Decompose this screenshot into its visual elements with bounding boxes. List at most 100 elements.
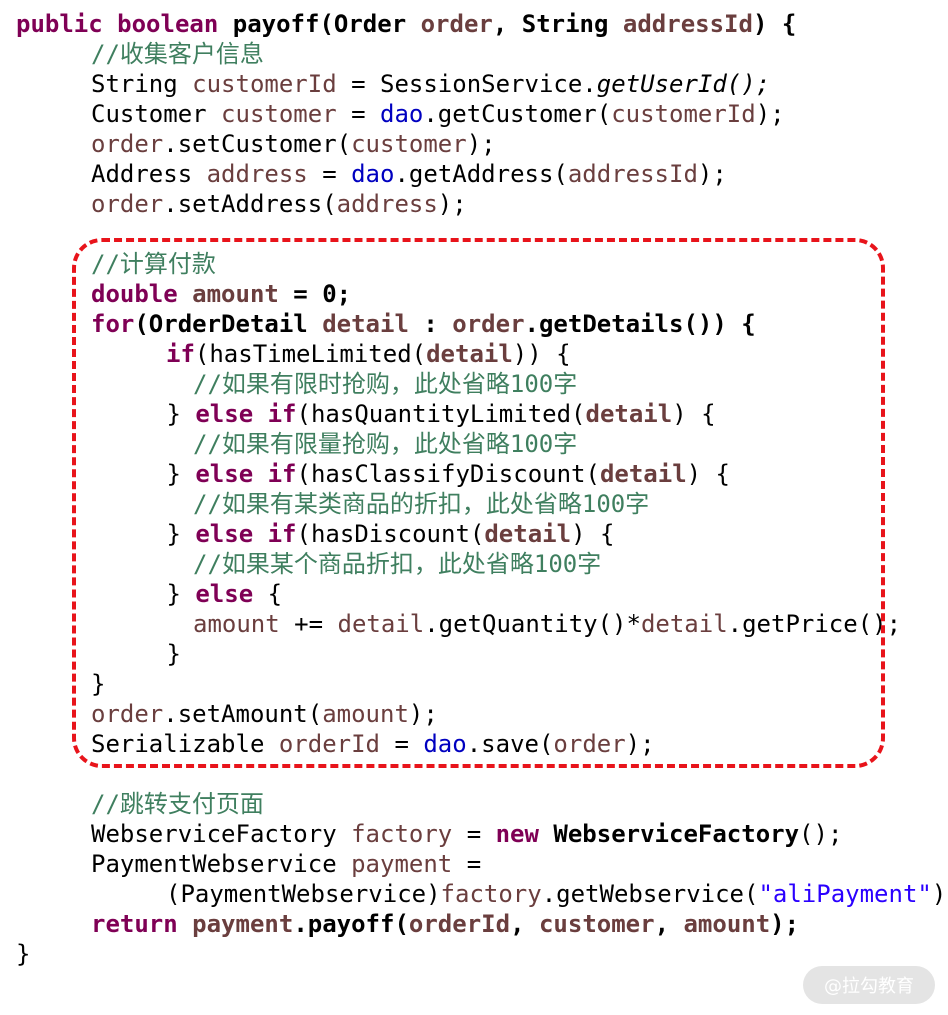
code-token: ) {: [752, 10, 797, 38]
code-token: .save(: [466, 730, 554, 758]
code-token: ) {: [686, 460, 731, 488]
code-token: //如果有某类商品的折扣，此处省略100字: [193, 490, 650, 518]
code-line: }: [152, 639, 180, 669]
code-line: } else {: [152, 579, 282, 609]
code-token: WebserviceFactory: [91, 820, 352, 848]
code-line: //如果有限量抢购，此处省略100字: [193, 429, 577, 459]
code-token: .getAddress(: [394, 160, 568, 188]
code-token: order: [553, 730, 626, 758]
code-token: = SessionService.: [336, 70, 597, 98]
code-token: else if: [195, 460, 297, 488]
code-token: +=: [279, 610, 338, 638]
code-line: order.setAddress(address);: [91, 189, 467, 219]
code-token: for: [91, 310, 135, 338]
code-token: getUserId();: [596, 70, 771, 98]
code-token: amount: [683, 910, 771, 938]
code-token: }: [152, 400, 196, 428]
watermark: @拉勾教育: [803, 966, 935, 1004]
code-token: (hasQuantityLimited(: [296, 400, 586, 428]
code-line: //如果有限时抢购，此处省略100字: [193, 369, 577, 399]
code-token: WebserviceFactory: [553, 820, 800, 848]
code-token: );: [770, 910, 800, 938]
code-token: order: [91, 130, 164, 158]
code-line: Address address = dao.getAddress(address…: [91, 159, 727, 189]
code-line: return payment.payoff(orderId, customer,…: [91, 909, 799, 939]
code-token: (OrderDetail: [134, 310, 323, 338]
code-token: payoff(Order: [232, 10, 421, 38]
code-token: );: [466, 130, 496, 158]
code-token: )): [512, 340, 542, 368]
code-line: } else if(hasDiscount(detail) {: [152, 519, 614, 549]
code-token: =: [452, 850, 482, 878]
code-line: //跳转支付页面: [91, 789, 264, 819]
code-token: new: [495, 820, 554, 848]
code-token: detail: [337, 610, 425, 638]
code-token: );: [408, 700, 438, 728]
code-line: Customer customer = dao.getCustomer(cust…: [91, 99, 785, 129]
code-token: ) {: [672, 400, 716, 428]
code-token: detail: [640, 610, 728, 638]
code-line: if(hasTimeLimited(detail)) {: [166, 339, 571, 369]
code-token: ();: [799, 820, 843, 848]
code-token: }: [91, 670, 106, 698]
code-token: //收集客户信息: [91, 40, 264, 68]
code-token: }: [152, 460, 196, 488]
code-token: addressId: [622, 10, 753, 38]
code-token: .setAddress(: [163, 190, 337, 218]
code-token: ) {: [571, 520, 615, 548]
code-token: customerId: [611, 100, 756, 128]
code-line: order.setCustomer(customer);: [91, 129, 496, 159]
code-token: customerId: [192, 70, 337, 98]
code-token: Address: [91, 160, 207, 188]
code-token: address: [206, 160, 308, 188]
code-token: payment: [192, 910, 294, 938]
code-line: } else if(hasClassifyDiscount(detail) {: [152, 459, 730, 489]
code-token: double: [91, 280, 193, 308]
code-token: }: [16, 940, 31, 968]
code-token: dao: [351, 160, 395, 188]
code-line: PaymentWebservice payment =: [91, 849, 481, 879]
code-token: else: [195, 580, 254, 608]
code-token: = 0;: [278, 280, 352, 308]
code-token: else if: [195, 400, 297, 428]
code-line: Serializable orderId = dao.save(order);: [91, 729, 655, 759]
code-token: address: [336, 190, 438, 218]
code-line: public boolean payoff(Order order, Strin…: [16, 9, 796, 39]
code-line: amount += detail.getQuantity()*detail.ge…: [193, 609, 901, 639]
code-token: :: [408, 310, 453, 338]
code-token: order: [91, 700, 164, 728]
code-token: ,: [654, 910, 684, 938]
highlight-box: [72, 238, 885, 768]
code-token: {: [541, 340, 571, 368]
code-line: //收集客户信息: [91, 39, 264, 69]
code-token: //如果某个商品折扣，此处省略100字: [193, 550, 602, 578]
code-token: detail: [599, 460, 687, 488]
code-token: .getCustomer(: [423, 100, 612, 128]
code-token: =: [336, 100, 380, 128]
code-token: orderId: [278, 730, 380, 758]
code-token: PaymentWebservice: [91, 850, 352, 878]
code-token: (hasClassifyDiscount(: [296, 460, 600, 488]
code-line: //计算付款: [91, 249, 216, 279]
code-token: ,: [510, 910, 539, 938]
code-token: factory: [351, 820, 453, 848]
code-token: .setAmount(: [163, 700, 323, 728]
code-token: .getDetails()) {: [524, 310, 756, 338]
code-token: dao: [423, 730, 467, 758]
code-line: for(OrderDetail detail : order.getDetail…: [91, 309, 756, 339]
code-token: detail: [426, 340, 513, 368]
code-token: .getWebservice(: [541, 880, 759, 908]
code-token: .payoff(: [293, 910, 409, 938]
code-token: amount: [192, 280, 279, 308]
code-token: =: [380, 730, 424, 758]
code-token: //跳转支付页面: [91, 790, 264, 818]
code-token: );: [755, 100, 785, 128]
code-token: addressId: [567, 160, 698, 188]
code-token: order: [452, 310, 525, 338]
code-token: else if: [195, 520, 297, 548]
code-line: } else if(hasQuantityLimited(detail) {: [152, 399, 716, 429]
code-token: //如果有限量抢购，此处省略100字: [193, 430, 578, 458]
code-token: customer: [221, 100, 337, 128]
code-token: );: [697, 160, 727, 188]
code-token: "aliPayment": [758, 880, 932, 908]
